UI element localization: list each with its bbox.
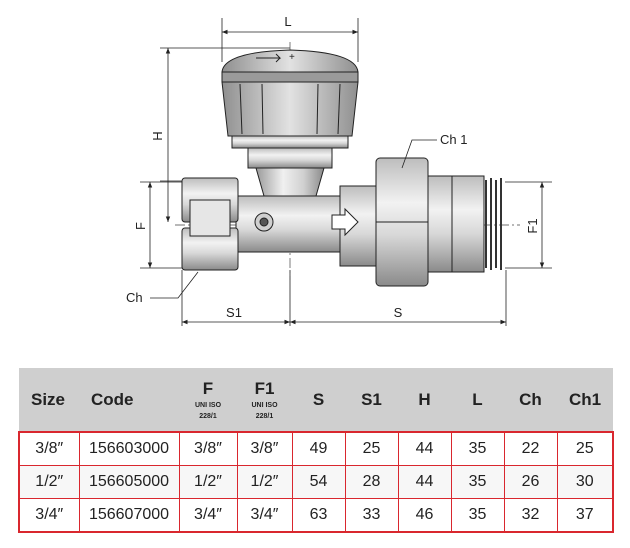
leader-lines (150, 139, 437, 299)
cell-s1: 25 (344, 432, 398, 466)
table-row: 3/4″ 156607000 3/4″ 3/4″ 63 33 46 35 32 … (19, 498, 613, 533)
cell-ch1: 37 (556, 498, 613, 533)
valve-body (181, 157, 502, 287)
cell-s: 54 (291, 465, 345, 499)
header-code: Code (91, 389, 134, 409)
cell-h: 44 (397, 432, 451, 466)
header-s: S (312, 389, 325, 409)
dimension-lines (140, 18, 552, 326)
header-s1: S1 (361, 389, 382, 409)
cell-size: 3/8″ (19, 432, 79, 466)
header-f-sub2: 228/1 (199, 412, 217, 420)
header-f: F UNI ISO 228/1 (179, 368, 237, 432)
dim-label-F1: F1 (525, 218, 540, 233)
cell-f1: 3/8″ (236, 432, 292, 466)
valve-cap: + (221, 49, 359, 197)
cell-s1: 33 (344, 498, 398, 533)
header-f1-label: F1 (254, 378, 275, 398)
cell-f1: 1/2″ (236, 465, 292, 499)
cell-ch: 32 (503, 498, 557, 533)
cell-ch1: 30 (556, 465, 613, 499)
cell-code: 156605000 (78, 465, 179, 499)
cell-l: 35 (450, 432, 504, 466)
header-f-label: F (202, 378, 214, 398)
cell-s: 63 (291, 498, 345, 533)
cell-h: 46 (397, 498, 451, 533)
cell-ch1: 25 (556, 432, 613, 466)
cell-code: 156603000 (78, 432, 179, 466)
dim-label-Ch1: Ch 1 (440, 132, 467, 147)
cell-s1: 28 (344, 465, 398, 499)
cell-code: 156607000 (78, 498, 179, 533)
cell-l: 35 (450, 498, 504, 533)
cell-size: 1/2″ (19, 465, 79, 499)
cell-size: 3/4″ (19, 498, 79, 533)
cell-f: 3/8″ (178, 432, 237, 466)
dim-label-L: L (284, 14, 291, 29)
cell-f: 1/2″ (178, 465, 237, 499)
cell-f: 3/4″ (178, 498, 237, 533)
header-f-sub: UNI ISO (194, 401, 222, 409)
header-f1-sub2: 228/1 (255, 412, 274, 420)
dim-label-H: H (150, 131, 165, 140)
cell-ch: 22 (503, 432, 557, 466)
header-size: Size (31, 389, 66, 409)
table-row: 1/2″ 156605000 1/2″ 1/2″ 54 28 44 35 26 … (19, 465, 613, 499)
header-ch1: Ch1 (568, 389, 602, 409)
header-f1-sub: UNI ISO (251, 401, 278, 409)
table-row: 3/8″ 156603000 3/8″ 3/8″ 49 25 44 35 22 … (19, 432, 613, 466)
cell-h: 44 (397, 465, 451, 499)
cell-l: 35 (450, 465, 504, 499)
dim-label-Ch: Ch (126, 290, 143, 305)
cell-f1: 3/4″ (236, 498, 292, 533)
header-ch: Ch (519, 389, 542, 409)
dim-label-S1: S1 (226, 305, 242, 320)
cell-s: 49 (291, 432, 345, 466)
dim-label-S: S (394, 305, 403, 320)
svg-text:+: + (289, 52, 295, 63)
header-h: H (418, 389, 431, 409)
cell-ch: 26 (503, 465, 557, 499)
header-l: L (472, 389, 483, 409)
valve-technical-drawing: + L H F F1 Ch 1 Ch S1 S (126, 14, 552, 326)
dim-label-F: F (133, 222, 148, 230)
